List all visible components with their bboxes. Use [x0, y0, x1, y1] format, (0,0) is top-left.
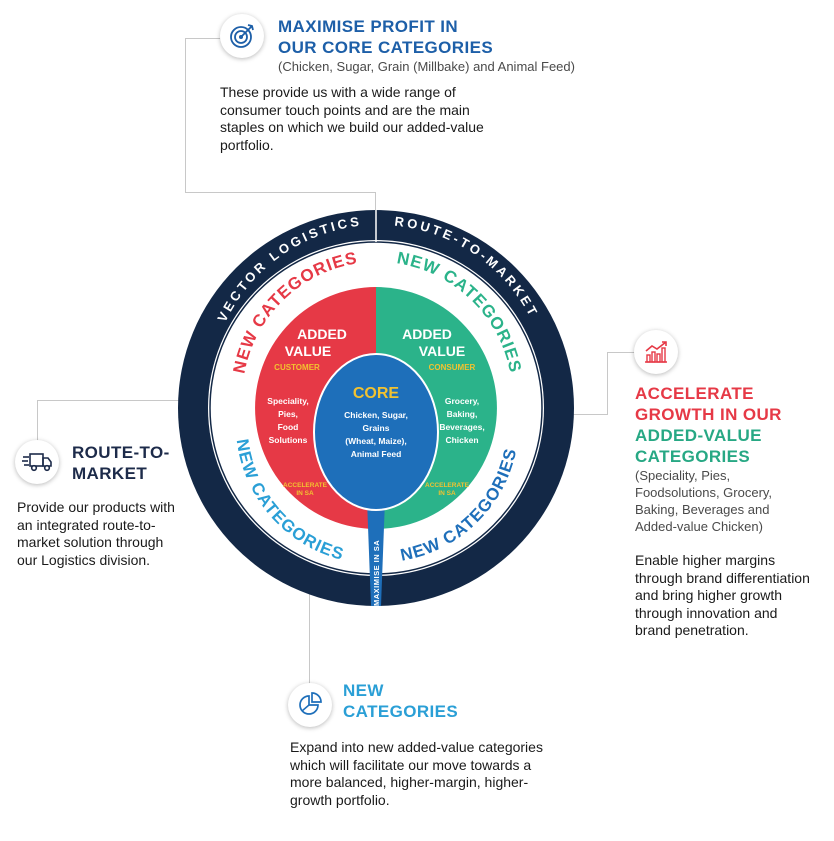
- left-subtitle-customer: CUSTOMER: [274, 363, 320, 372]
- right-item-2: Beverages,: [439, 422, 484, 432]
- right-items: Grocery, Baking, Beverages, Chicken: [439, 396, 484, 445]
- left-item-0: Speciality,: [267, 396, 308, 406]
- connector-profit-top: [185, 38, 220, 39]
- profit-heading-line1: MAXIMISE PROFIT IN: [278, 17, 459, 36]
- connector-route-horizontal: [37, 400, 179, 401]
- connector-growth-top: [607, 352, 635, 353]
- growth-icon-badge: [634, 330, 678, 374]
- profit-heading-line2: OUR CORE CATEGORIES: [278, 38, 494, 57]
- route-heading-line1: ROUTE-TO-: [72, 443, 170, 462]
- newcat-body: Expand into new added-value categories w…: [290, 739, 543, 808]
- right-accelerate-line2: IN SA: [438, 490, 456, 497]
- handle-maximise-in-sa: MAXIMISE IN SA: [372, 540, 381, 606]
- newcat-icon-badge: [288, 683, 332, 727]
- profit-body: These provide us with a wide range of co…: [220, 84, 484, 153]
- connector-profit-drop: [375, 192, 376, 222]
- route-body: Provide our products with an integrated …: [17, 499, 175, 568]
- core-item-1: Grains: [363, 423, 390, 433]
- growth-block: ACCELERATE GROWTH IN OUR ADDED-VALUE CAT…: [635, 383, 825, 535]
- delivery-truck-icon: [22, 453, 52, 472]
- connector-newcat-vertical: [309, 575, 310, 705]
- right-title-value: VALUE: [419, 343, 465, 359]
- profit-block: MAXIMISE PROFIT IN OUR CORE CATEGORIES (…: [278, 16, 638, 75]
- core-item-3: Animal Feed: [351, 449, 402, 459]
- route-icon-badge: [15, 440, 59, 484]
- growth-body: Enable higher margins through brand diff…: [635, 552, 810, 638]
- right-title-added: ADDED: [402, 326, 452, 342]
- core-item-2: (Wheat, Maize),: [345, 436, 406, 446]
- right-item-0: Grocery,: [445, 396, 479, 406]
- newcat-heading-line1: NEW: [343, 681, 384, 700]
- right-item-1: Baking,: [447, 409, 478, 419]
- route-heading-line2: MARKET: [72, 464, 148, 483]
- left-accelerate-line2: IN SA: [296, 490, 314, 497]
- left-title-value: VALUE: [285, 343, 331, 359]
- left-title-added: ADDED: [297, 326, 347, 342]
- left-item-1: Pies,: [278, 409, 298, 419]
- left-item-2: Food: [278, 422, 299, 432]
- right-item-3: Chicken: [445, 435, 478, 445]
- connector-profit-vertical: [185, 38, 186, 192]
- connector-growth-vertical: [607, 352, 608, 414]
- right-subtitle-consumer: CONSUMER: [429, 363, 476, 372]
- newcat-heading-line2: CATEGORIES: [343, 702, 459, 721]
- left-accelerate-line1: ACCELERATE: [283, 482, 328, 489]
- core-item-0: Chicken, Sugar,: [344, 410, 408, 420]
- left-item-3: Solutions: [269, 435, 308, 445]
- growth-chart-icon: [645, 341, 667, 363]
- connector-route-vertical: [37, 400, 38, 442]
- route-block: ROUTE-TO- MARKET: [72, 442, 192, 484]
- core-spoon-bowl: [313, 353, 439, 511]
- profit-icon-badge: [220, 14, 264, 58]
- target-icon: [230, 24, 254, 48]
- connector-profit-bottom: [185, 192, 376, 193]
- pie-chart-icon: [299, 692, 322, 715]
- growth-subtitle: (Speciality, Pies, Foodsolutions, Grocer…: [635, 468, 773, 534]
- right-accelerate-line1: ACCELERATE: [425, 482, 470, 489]
- growth-heading-line3: ADDED-VALUE: [635, 426, 762, 445]
- core-spoon-handle: [367, 500, 385, 606]
- newcat-block: NEW CATEGORIES: [343, 680, 543, 722]
- core-items: Chicken, Sugar, Grains (Wheat, Maize), Anim…: [344, 410, 408, 459]
- profit-subtitle: (Chicken, Sugar, Grain (Millbake) and An…: [278, 59, 575, 74]
- growth-heading-line1: ACCELERATE: [635, 384, 754, 403]
- growth-heading-line2: GROWTH IN OUR: [635, 405, 782, 424]
- growth-heading-line4: CATEGORIES: [635, 447, 751, 466]
- core-title: CORE: [353, 385, 400, 402]
